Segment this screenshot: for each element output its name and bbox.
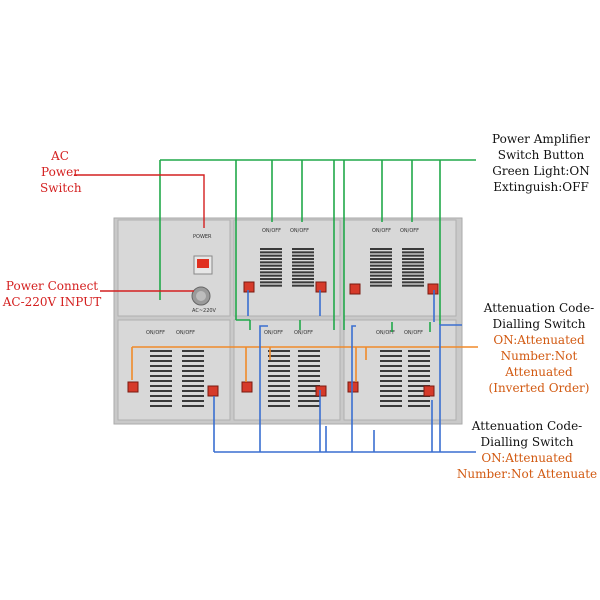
onoff-label-0: ON/OFF	[262, 228, 281, 234]
power-amp-line-2: Switch Button	[497, 148, 585, 162]
vent-bottom-5	[408, 350, 430, 407]
atten1-line-3: ON:Attenuated	[493, 333, 585, 347]
ac-power-line-1: AC	[51, 149, 69, 163]
vent-top-3	[402, 248, 424, 287]
amp-module-bottom-1	[117, 319, 231, 421]
onoff-label-3: ON/OFF	[400, 228, 419, 234]
green-wires	[159, 159, 476, 332]
onoff-label-5: ON/OFF	[176, 330, 195, 336]
vent-top-1	[292, 248, 314, 287]
onoff-label-1: ON/OFF	[290, 228, 309, 234]
orange-wires	[131, 346, 478, 382]
atten2-line-3: ON:Attenuated	[481, 451, 573, 465]
dip-switch-1[interactable]	[315, 281, 327, 293]
vent-bottom-3	[298, 350, 320, 407]
atten2-line-2: Dialling Switch	[480, 435, 574, 449]
onoff-label-6: ON/OFF	[264, 330, 283, 336]
dip-switch-4[interactable]	[127, 381, 139, 393]
atten2-line-4: Number:Not Attenuate	[456, 467, 598, 481]
onoff-label-8: ON/OFF	[376, 330, 395, 336]
atten1-line-1: Attenuation Code-	[483, 301, 595, 315]
vent-top-2	[370, 248, 392, 287]
dip-switch-7[interactable]	[315, 385, 327, 397]
attenuation-switch-label-1: Attenuation Code- Dialling Switch ON:Att…	[480, 300, 598, 396]
amp-module-top-1	[233, 219, 341, 317]
vent-bottom-4	[380, 350, 402, 407]
atten1-line-5: Attenuated	[505, 365, 573, 379]
module-switches: ON/OFF ON/OFF ON/OFF ON/OFF ON/OFF ON/OFF ON/O…	[127, 228, 439, 397]
amp-module-top-2	[343, 219, 457, 317]
power-connect-line-2: AC-220V INPUT	[2, 295, 102, 309]
power-amplifier-label: Power Amplifier Switch Button Green Ligh…	[484, 131, 598, 195]
power-connect-line-1: Power Connect	[5, 279, 99, 293]
dip-switch-5[interactable]	[207, 385, 219, 397]
red-leaders	[74, 174, 205, 292]
dip-switch-9[interactable]	[423, 385, 435, 397]
power-amp-line-1: Power Amplifier	[492, 132, 590, 146]
dip-switch-0[interactable]	[243, 281, 255, 293]
dip-switch-8[interactable]	[347, 381, 359, 393]
dip-switch-2[interactable]	[349, 283, 361, 295]
vent-bottom-1	[182, 350, 204, 407]
attenuation-switch-label-2: Attenuation Code- Dialling Switch ON:Att…	[456, 418, 598, 482]
onoff-label-7: ON/OFF	[294, 330, 313, 336]
dip-switch-3[interactable]	[427, 283, 439, 295]
ac-power-line-2: Power	[41, 165, 79, 179]
atten1-line-6: (Inverted Order)	[488, 381, 590, 395]
power-panel-label: POWER	[193, 234, 212, 240]
ac-power-line-3: Switch	[40, 181, 82, 195]
power-amp-line-4: Extinguish:OFF	[493, 180, 589, 194]
vent-top-0	[260, 248, 282, 287]
onoff-label-4: ON/OFF	[146, 330, 165, 336]
onoff-label-9: ON/OFF	[404, 330, 423, 336]
dip-switch-6[interactable]	[241, 381, 253, 393]
power-connect-label: Power Connect AC-220V INPUT	[2, 278, 102, 310]
atten1-line-2: Dialling Switch	[492, 317, 586, 331]
ac-panel-label: AC~220V	[192, 308, 217, 314]
atten1-line-4: Number:Not	[500, 349, 578, 363]
vent-bottom-2	[268, 350, 290, 407]
atten2-line-1: Attenuation Code-	[471, 419, 583, 433]
onoff-label-2: ON/OFF	[372, 228, 391, 234]
vent-bottom-0	[150, 350, 172, 407]
vent-grilles	[150, 248, 430, 407]
power-amp-line-3: Green Light:ON	[492, 164, 590, 178]
power-module	[117, 219, 231, 317]
blue-wires	[213, 290, 476, 453]
ac-power-switch-label: AC Power Switch	[40, 148, 82, 196]
